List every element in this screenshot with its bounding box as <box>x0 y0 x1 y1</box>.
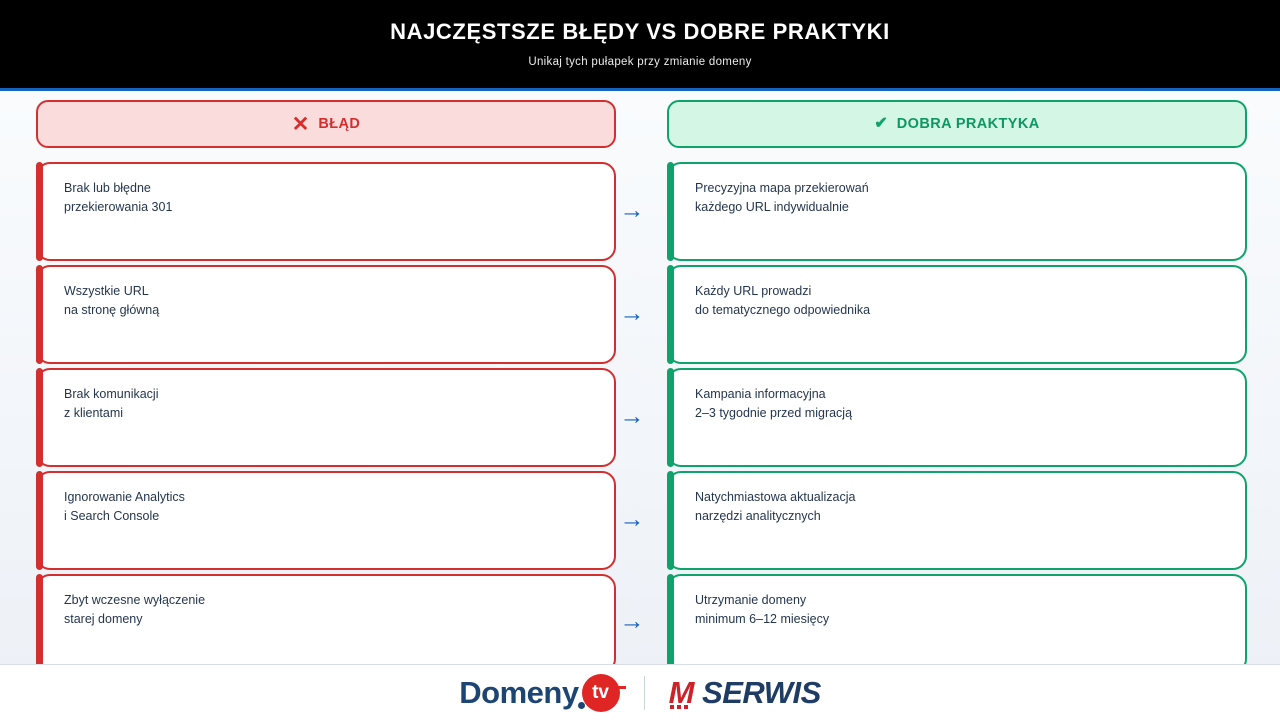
good-practice-card-3: Kampania informacyjna 2–3 tygodnie przed… <box>667 368 1247 467</box>
good-practice-card-4: Natychmiastowa aktualizacja narzędzi ana… <box>667 471 1247 570</box>
tv-badge: tv <box>581 674 620 712</box>
right-arrow-icon: → <box>619 299 645 327</box>
mserwis-m-letter: M <box>668 675 695 710</box>
error-card-4: Ignorowanie Analytics i Search Console <box>36 471 616 570</box>
page-subtitle: Unikaj tych pułapek przy zmianie domeny <box>528 56 752 68</box>
column-header-good-practice: ✔ DOBRA PRAKTYKA <box>667 100 1247 148</box>
text-line: starej domeny <box>64 612 143 626</box>
mserwis-logo-m: M <box>668 675 695 711</box>
logo-dash <box>613 686 626 689</box>
text-line: narzędzi analitycznych <box>695 509 821 523</box>
green-accent-bar <box>667 574 674 673</box>
error-card-2: Wszystkie URL na stronę główną <box>36 265 616 364</box>
text-line: do tematycznego odpowiednika <box>695 303 871 317</box>
good-practice-card-2-text: Każdy URL prowadzi do tematycznego odpow… <box>695 282 870 320</box>
error-card-5-text: Zbyt wczesne wyłączenie starej domeny <box>64 591 205 629</box>
domeny-logo-text: Domeny <box>459 675 579 710</box>
text-line: Każdy URL prowadzi <box>695 284 812 298</box>
good-practice-card-1-text: Precyzyjna mapa przekierowań każdego URL… <box>695 179 869 217</box>
text-line: z klientami <box>64 406 124 420</box>
good-practice-card-5: Utrzymanie domeny minimum 6–12 miesięcy <box>667 574 1247 673</box>
domeny-tv-logo: Domeny tv <box>459 674 626 712</box>
x-mark-icon: ✕ <box>291 112 310 136</box>
text-line: minimum 6–12 miesięcy <box>695 612 830 626</box>
right-arrow-icon: → <box>619 607 645 635</box>
right-arrow-icon: → <box>619 402 645 430</box>
right-arrow-icon: → <box>619 505 645 533</box>
page-title: NAJCZĘSTSZE BŁĘDY VS DOBRE PRAKTYKI <box>390 19 890 44</box>
text-line: przekierowania 301 <box>64 200 173 214</box>
text-line: Brak lub błędne <box>64 181 151 195</box>
text-line: Precyzyjna mapa przekierowań <box>695 181 869 195</box>
text-line: Wszystkie URL <box>64 284 149 298</box>
good-practice-card-4-text: Natychmiastowa aktualizacja narzędzi ana… <box>695 488 856 526</box>
page-footer: Domeny tv M SERWIS <box>0 664 1280 720</box>
green-accent-bar <box>667 265 674 364</box>
red-accent-bar <box>36 265 43 364</box>
column-header-error-label: BŁĄD <box>318 116 361 132</box>
text-line: Ignorowanie Analytics <box>64 490 185 504</box>
error-card-4-text: Ignorowanie Analytics i Search Console <box>64 488 185 526</box>
tv-badge-wrap: tv <box>577 674 626 712</box>
column-header-error: ✕ BŁĄD <box>36 100 616 148</box>
good-practice-card-1: Precyzyjna mapa przekierowań każdego URL… <box>667 162 1247 261</box>
green-accent-bar <box>667 368 674 467</box>
green-accent-bar <box>667 162 674 261</box>
text-line: Brak komunikacji <box>64 387 159 401</box>
error-card-1: Brak lub błędne przekierowania 301 <box>36 162 616 261</box>
text-line: 2–3 tygodnie przed migracją <box>695 406 853 420</box>
text-line: każdego URL indywidualnie <box>695 200 849 214</box>
text-line: Utrzymanie domeny <box>695 593 807 607</box>
good-practice-card-2: Każdy URL prowadzi do tematycznego odpow… <box>667 265 1247 364</box>
logo-dot <box>577 702 585 709</box>
error-card-3: Brak komunikacji z klientami <box>36 368 616 467</box>
text-line: Kampania informacyjna <box>695 387 826 401</box>
error-card-5: Zbyt wczesne wyłączenie starej domeny <box>36 574 616 673</box>
text-line: Natychmiastowa aktualizacja <box>695 490 856 504</box>
mserwis-logo-dots <box>669 705 688 709</box>
red-accent-bar <box>36 368 43 467</box>
red-accent-bar <box>36 574 43 673</box>
page-header: NAJCZĘSTSZE BŁĘDY VS DOBRE PRAKTYKI Unik… <box>0 0 1280 91</box>
good-practice-card-3-text: Kampania informacyjna 2–3 tygodnie przed… <box>695 385 852 423</box>
mserwis-logo-rest: SERWIS <box>702 675 821 710</box>
mserwis-logo: M SERWIS <box>668 675 822 711</box>
error-card-3-text: Brak komunikacji z klientami <box>64 385 158 423</box>
text-line: Zbyt wczesne wyłączenie <box>64 593 206 607</box>
text-line: na stronę główną <box>64 303 160 317</box>
check-icon: ✔ <box>874 115 888 132</box>
red-accent-bar <box>36 162 43 261</box>
footer-divider <box>643 676 645 710</box>
right-arrow-icon: → <box>619 196 645 224</box>
green-accent-bar <box>667 471 674 570</box>
error-card-2-text: Wszystkie URL na stronę główną <box>64 282 159 320</box>
column-header-good-practice-label: DOBRA PRAKTYKA <box>896 116 1040 132</box>
red-accent-bar <box>36 471 43 570</box>
text-line: i Search Console <box>64 509 160 523</box>
good-practice-card-5-text: Utrzymanie domeny minimum 6–12 miesięcy <box>695 591 829 629</box>
error-card-1-text: Brak lub błędne przekierowania 301 <box>64 179 172 217</box>
